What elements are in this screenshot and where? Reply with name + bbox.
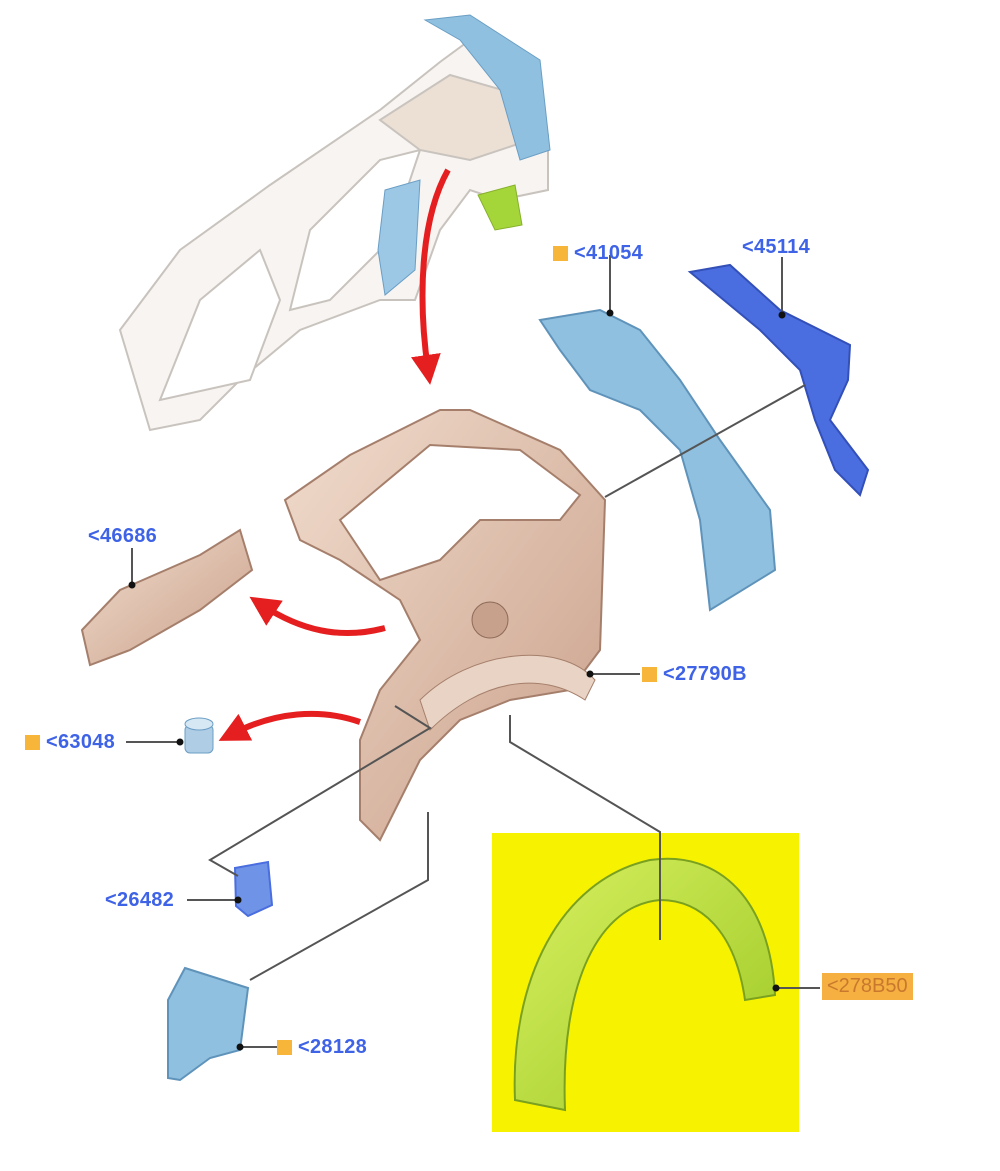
marker-square bbox=[25, 735, 40, 750]
callout-41054[interactable]: <41054 bbox=[553, 242, 643, 265]
inner-wheelhouse-panel bbox=[283, 409, 607, 842]
marker-square bbox=[553, 246, 568, 261]
part-number-label: <46686 bbox=[88, 525, 158, 547]
part-63048-shape bbox=[184, 717, 214, 754]
part-28128-shape bbox=[167, 966, 250, 1082]
marker-square bbox=[642, 667, 657, 682]
callout-28128[interactable]: <28128 bbox=[277, 1036, 367, 1059]
arrow-down bbox=[411, 168, 451, 385]
leader-lines bbox=[126, 255, 820, 1048]
part-number-label-highlighted: <278B50 bbox=[822, 973, 913, 1000]
leader-dots bbox=[128, 309, 786, 1051]
part-number-label: <28128 bbox=[298, 1036, 368, 1058]
part-number-label: <26482 bbox=[105, 889, 175, 911]
callout-46686[interactable]: <46686 bbox=[88, 525, 157, 548]
marker-square bbox=[277, 1040, 292, 1055]
upper-blue-pillar bbox=[377, 179, 421, 296]
part-26482-shape bbox=[233, 860, 274, 918]
callout-45114[interactable]: <45114 bbox=[742, 236, 810, 259]
part-number-label: <27790B bbox=[663, 663, 747, 685]
part-number-label: <45114 bbox=[742, 236, 810, 258]
arrow-to-46686 bbox=[249, 596, 386, 636]
upper-blue-bracket bbox=[423, 14, 551, 161]
part-45114-shape bbox=[687, 263, 870, 497]
part-46686-shape bbox=[80, 528, 254, 667]
arrow-to-63048 bbox=[218, 710, 361, 741]
body-side-outline bbox=[118, 38, 549, 432]
callout-27790B[interactable]: <27790B bbox=[642, 663, 747, 686]
part-number-label: <63048 bbox=[46, 731, 116, 753]
callout-278B50[interactable]: <278B50 bbox=[822, 973, 913, 1000]
part-41054-shape bbox=[538, 308, 777, 612]
upper-green-liner bbox=[477, 184, 523, 231]
callout-63048[interactable]: <63048 bbox=[25, 731, 115, 754]
callout-26482[interactable]: <26482 bbox=[105, 889, 174, 912]
part-number-label: <41054 bbox=[574, 242, 644, 264]
